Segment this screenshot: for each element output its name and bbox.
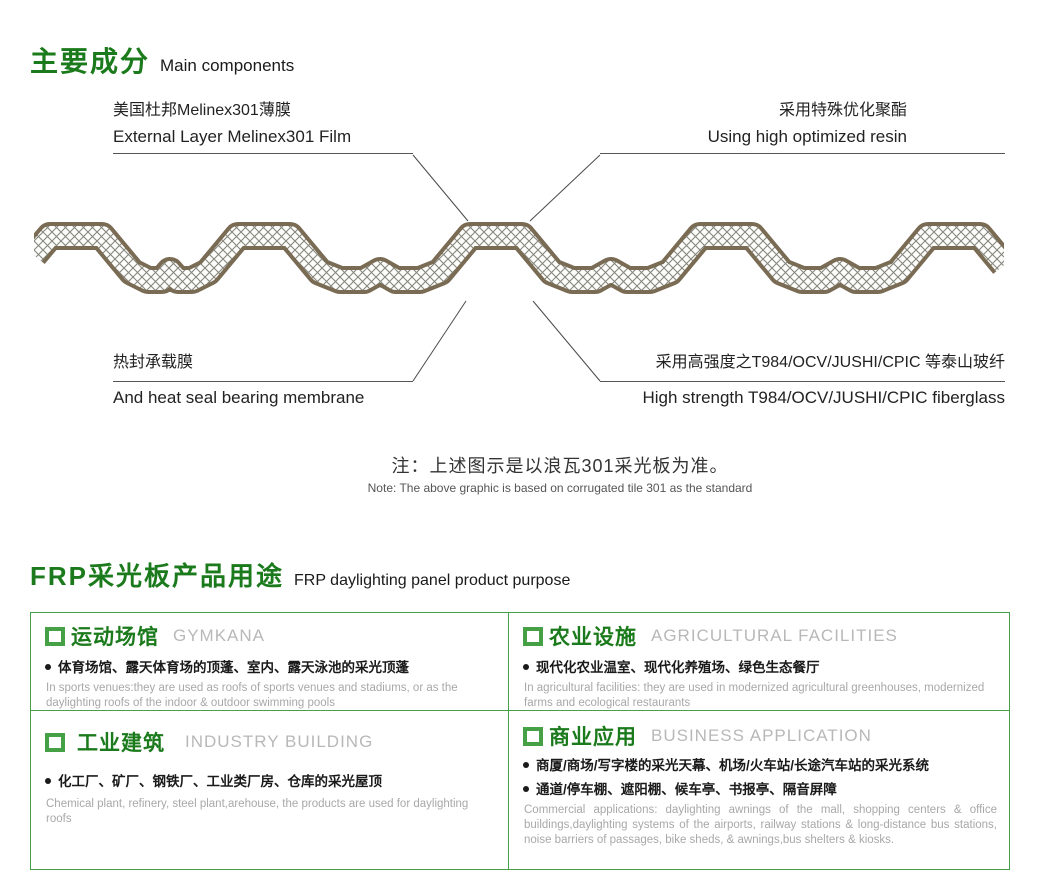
callout-bearing-membrane: 热封承载膜 And heat seal bearing membrane — [113, 350, 413, 411]
cell-business-header: 商业应用 BUSINESS APPLICATION — [523, 721, 997, 751]
cell-agricultural-desc: In agricultural facilities: they are use… — [524, 681, 985, 709]
panel-cross-section-diagram — [34, 222, 1004, 294]
callout-optimized-resin-zh: 采用特殊优化聚酯 — [778, 102, 907, 119]
cell-business: 商业应用 BUSINESS APPLICATION 商厦/商场/写字楼的采光天幕… — [509, 711, 1009, 869]
cell-business-desc: Commercial applications: daylighting awn… — [524, 804, 997, 847]
callout-external-film-zh: 美国杜邦Melinex301薄膜 — [113, 102, 291, 119]
cell-industry-title-en: INDUSTRY BUILDING — [185, 732, 374, 751]
callout-fiberglass-en: High strength T984/OCV/JUSHI/CPIC fiberg… — [642, 388, 1006, 407]
green-square-icon — [523, 726, 543, 746]
bullet-dot-icon — [45, 664, 51, 670]
cell-industry-bullet-text: 化工厂、矿厂、钢铁厂、工业类厂房、仓库的采光屋顶 — [58, 774, 382, 789]
product-purpose-table: 运动场馆 GYMKANA 体育场馆、露天体育场的顶蓬、室内、露天泳池的采光顶蓬 … — [30, 612, 1010, 870]
cell-agricultural-bullet-text: 现代化农业温室、现代化养殖场、绿色生态餐厅 — [536, 660, 820, 675]
product-purpose-heading-zh: FRP采光板产品用途 — [30, 561, 285, 591]
main-components-heading: 主要成分 Main components — [30, 40, 294, 80]
panel-fiberglass-fill — [34, 226, 1004, 290]
cell-industry-title-zh: 工业建筑 — [77, 732, 165, 755]
cell-agricultural-title-zh: 农业设施 — [549, 626, 637, 649]
cell-gymkana-title-en: GYMKANA — [173, 626, 266, 645]
callout-fiberglass-zh: 采用高强度之T984/OCV/JUSHI/CPIC 等泰山玻纤 — [600, 350, 1005, 382]
bullet-dot-icon — [523, 762, 529, 768]
callout-fiberglass: 采用高强度之T984/OCV/JUSHI/CPIC 等泰山玻纤 High str… — [600, 350, 1005, 411]
cell-agricultural-title-en: AGRICULTURAL FACILITIES — [651, 626, 898, 645]
cell-gymkana: 运动场馆 GYMKANA 体育场馆、露天体育场的顶蓬、室内、露天泳池的采光顶蓬 … — [31, 613, 509, 711]
callout-external-film: 美国杜邦Melinex301薄膜 External Layer Melinex3… — [113, 98, 413, 154]
cell-gymkana-bullet-text: 体育场馆、露天体育场的顶蓬、室内、露天泳池的采光顶蓬 — [58, 660, 409, 675]
cell-business-bullet-2-text: 通道/停车棚、遮阳棚、候车亭、书报亭、隔音屏障 — [536, 781, 837, 797]
green-square-icon — [45, 626, 65, 646]
callout-optimized-resin-en: Using high optimized resin — [600, 124, 1005, 154]
diagram-note-en: Note: The above graphic is based on corr… — [367, 481, 753, 495]
callout-bearing-membrane-en: And heat seal bearing membrane — [113, 388, 365, 407]
cell-industry-desc: Chemical plant, refinery, steel plant,ar… — [46, 797, 469, 825]
cell-agricultural: 农业设施 AGRICULTURAL FACILITIES 现代化农业温室、现代化… — [509, 613, 1009, 711]
cell-industry-header: 工业建筑 INDUSTRY BUILDING — [45, 727, 496, 757]
bullet-dot-icon — [45, 778, 51, 784]
cell-agricultural-bullet: 现代化农业温室、现代化养殖场、绿色生态餐厅 — [523, 659, 997, 677]
cell-business-bullet-1-text: 商厦/商场/写字楼的采光天幕、机场/火车站/长途汽车站的采光系统 — [536, 758, 930, 773]
bullet-dot-icon — [523, 664, 529, 670]
leader-bottom-right-line — [532, 300, 601, 382]
green-square-icon — [523, 626, 543, 646]
product-purpose-heading: FRP采光板产品用途 FRP daylighting panel product… — [30, 556, 570, 593]
cell-business-title-zh: 商业应用 — [549, 726, 637, 749]
cell-industry-bullet: 化工厂、矿厂、钢铁厂、工业类厂房、仓库的采光屋顶 — [45, 773, 496, 791]
leader-top-left-line — [412, 154, 469, 222]
cell-industry: 工业建筑 INDUSTRY BUILDING 化工厂、矿厂、钢铁厂、工业类厂房、… — [31, 711, 509, 869]
bullet-dot-icon — [523, 785, 529, 792]
main-components-heading-en: Main components — [160, 56, 295, 75]
leader-top-right-line — [529, 154, 601, 222]
leader-bottom-left-line — [412, 300, 467, 382]
callout-external-film-en: External Layer Melinex301 Film — [113, 124, 413, 154]
cell-agricultural-header: 农业设施 AGRICULTURAL FACILITIES — [523, 621, 997, 651]
cell-gymkana-header: 运动场馆 GYMKANA — [45, 621, 496, 651]
diagram-note-zh: 注：上述图示是以浪瓦301采光板为准。 — [391, 456, 729, 476]
cell-gymkana-title-zh: 运动场馆 — [71, 626, 159, 649]
cell-gymkana-bullet: 体育场馆、露天体育场的顶蓬、室内、露天泳池的采光顶蓬 — [45, 659, 496, 677]
cell-business-title-en: BUSINESS APPLICATION — [651, 726, 872, 745]
product-purpose-heading-en: FRP daylighting panel product purpose — [294, 572, 571, 589]
callout-bearing-membrane-zh: 热封承载膜 — [113, 350, 413, 382]
cell-gymkana-desc: In sports venues:they are used as roofs … — [46, 681, 458, 709]
cell-business-bullet-1: 商厦/商场/写字楼的采光天幕、机场/火车站/长途汽车站的采光系统 — [523, 757, 997, 775]
green-square-icon — [45, 732, 65, 752]
main-components-heading-zh: 主要成分 — [30, 46, 151, 77]
cell-business-bullet-2: 通道/停车棚、遮阳棚、候车亭、书报亭、隔音屏障 — [523, 781, 997, 799]
diagram-note: 注：上述图示是以浪瓦301采光板为准。 Note: The above grap… — [120, 452, 1000, 495]
callout-optimized-resin: 采用特殊优化聚酯 Using high optimized resin — [600, 98, 1005, 154]
